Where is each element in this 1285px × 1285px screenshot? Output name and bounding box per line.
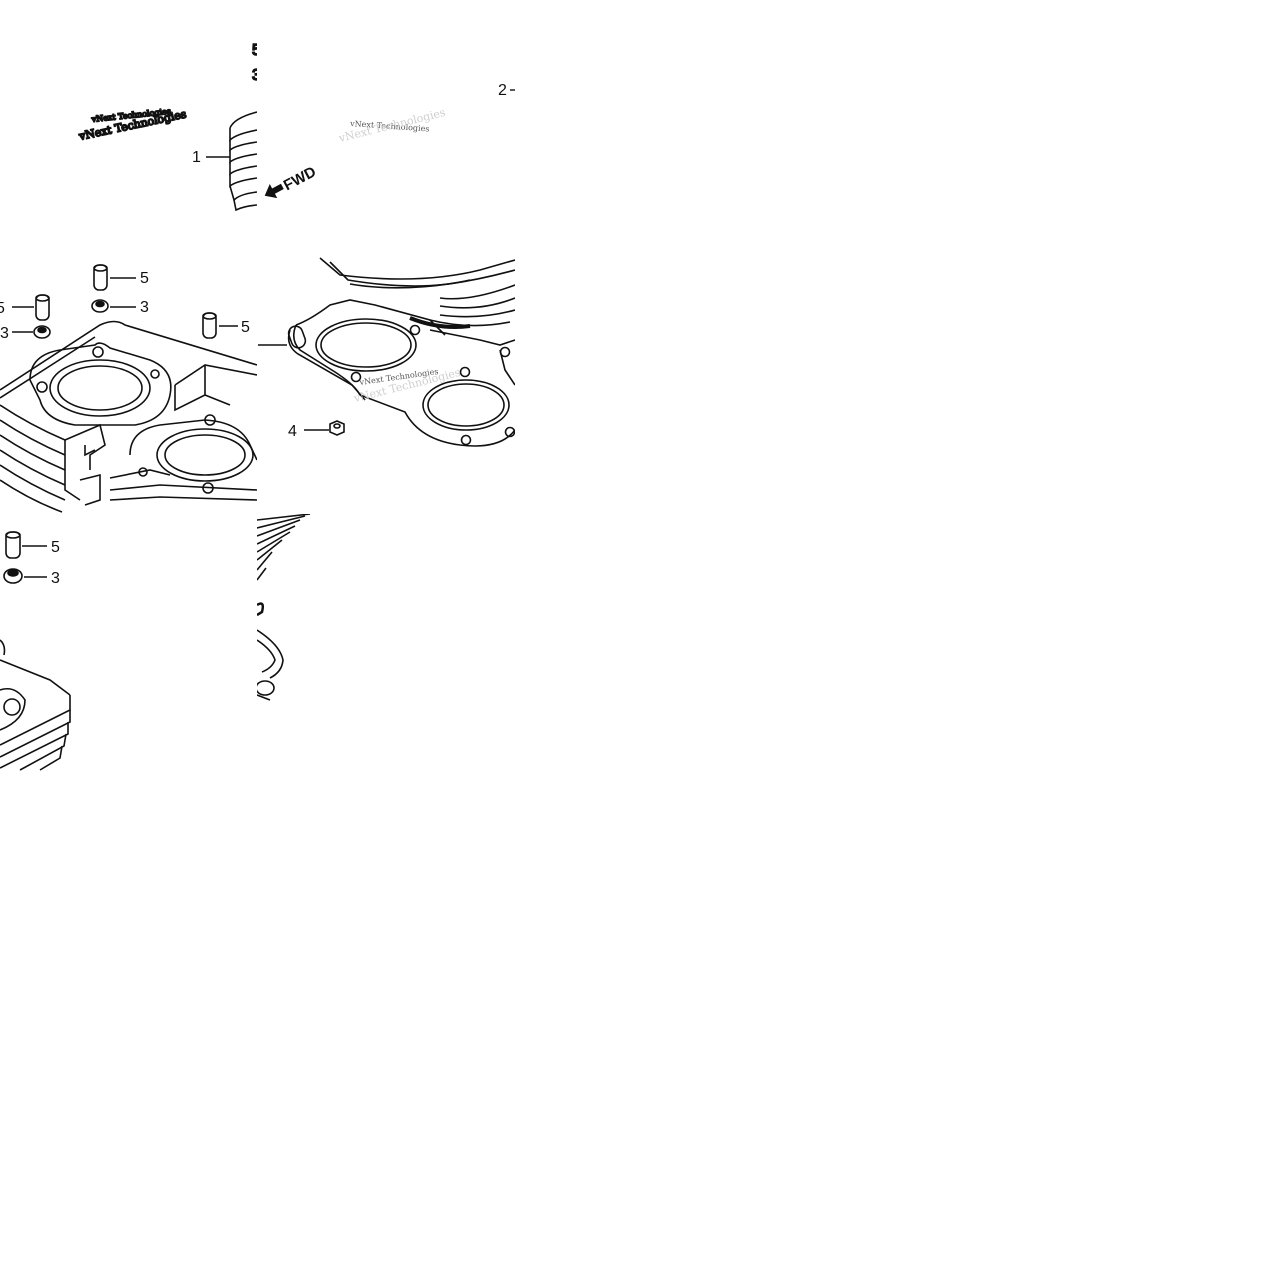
callout-1: 1 [192, 149, 201, 166]
callout-5-a: 5 [140, 270, 149, 287]
callout-3-b: 3 [0, 325, 9, 342]
callout-5-c: 5 [241, 319, 250, 336]
dowel-pin-icon [5, 531, 21, 559]
tile-head-corner: 5 3 [0, 531, 71, 771]
seal-ring-icon [3, 568, 23, 584]
svg-text:FWD: FWD [281, 163, 319, 194]
seal-ring-icon [91, 299, 109, 313]
callout-4: 4 [288, 423, 297, 440]
callout-5-top: 5 [252, 42, 261, 59]
callout-3-a: 3 [140, 299, 149, 316]
callout-3: 3 [51, 570, 60, 587]
tile-cylinder-head: 5 5 5 3 3 [0, 264, 257, 513]
dowel-pin-icon [202, 312, 217, 339]
nut-icon [329, 420, 345, 436]
dowel-pin-icon [93, 264, 108, 291]
fwd-arrow-icon: FWD [264, 163, 319, 199]
callout-2: 2 [498, 82, 507, 99]
dowel-pin-icon [35, 294, 50, 321]
tile-base-gasket: vNext Technologies vNext Technologies 4 [258, 257, 515, 447]
callout-5: 5 [51, 539, 60, 556]
tile-fwd-indicator: vNext Technologies vNext Technologies FW… [264, 82, 515, 199]
callout-3-top: 3 [252, 67, 261, 84]
seal-ring-icon [33, 325, 51, 339]
tile-cylinder-top-left: vNext Technologies vNext Technologies 5 … [76, 41, 261, 212]
tile-gasket-edge [257, 514, 311, 701]
callout-5-b: 5 [0, 300, 5, 317]
